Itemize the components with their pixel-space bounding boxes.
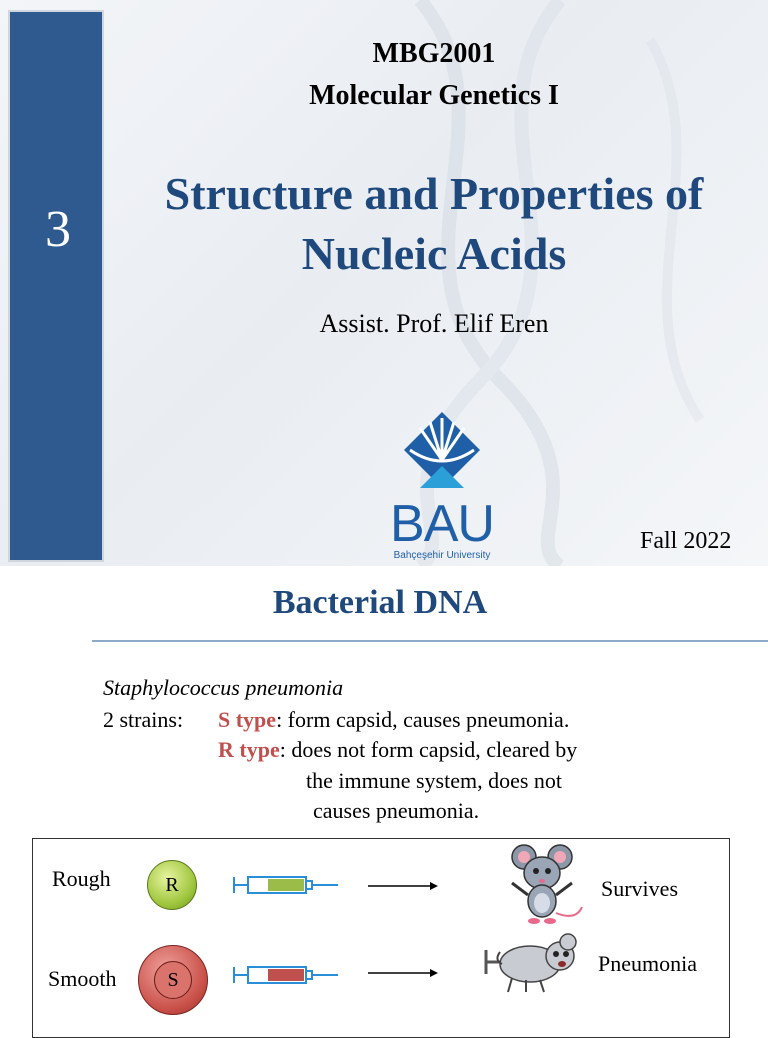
s-type-label: S type (218, 707, 277, 732)
r-type-desc-line1: : does not form capsid, cleared by (279, 737, 578, 762)
arrow-right-icon (368, 882, 438, 890)
r-type-desc-line2: the immune system, does not (306, 768, 563, 793)
s-type-line: S type: form capsid, causes pneumonia. (218, 707, 569, 733)
rough-outcome: Survives (601, 876, 678, 901)
slide-number: 3 (45, 201, 71, 258)
r-type-label: R type (218, 737, 280, 762)
lecture-title-line1: Structure and Properties of (164, 168, 704, 219)
rough-badge-letter: R (165, 873, 179, 896)
logo-text: BAU (390, 495, 495, 553)
smooth-label: Smooth (48, 966, 117, 991)
rough-strain-badge: R (147, 860, 197, 910)
syringe-red-icon (233, 966, 338, 984)
content-slide-title: Bacterial DNA (272, 584, 488, 621)
species-name: Staphylococcus pneumonia (103, 675, 344, 700)
term-label: Fall 2022 (640, 528, 732, 554)
r-type-line: R type: does not form capsid, cleared by (218, 737, 577, 763)
lecture-title: Structure and Properties of Nucleic Acid… (110, 164, 758, 284)
rough-label: Rough (52, 866, 111, 891)
course-code: MBG2001 (372, 38, 496, 69)
smooth-strain-badge: S (138, 945, 208, 1015)
title-divider (92, 640, 768, 642)
bau-emblem-icon (404, 412, 480, 488)
r-type-desc-line3: causes pneumonia. (313, 798, 480, 823)
smooth-outcome: Pneumonia (598, 951, 697, 976)
course-name: Molecular Genetics I (309, 80, 559, 111)
experiment-diagram (32, 838, 730, 1038)
lecture-title-line2: Nucleic Acids (301, 228, 567, 279)
strains-label: 2 strains: (103, 707, 184, 732)
smooth-badge-letter: S (167, 968, 179, 991)
title-slide: 3 MBG2001 Molecular Genetics I Structure… (0, 0, 768, 566)
university-logo: BAU Bahçeşehir University (380, 408, 504, 566)
arrow-right-icon (368, 969, 438, 977)
author-name: Assist. Prof. Elif Eren (319, 309, 549, 338)
smooth-badge-core: S (154, 961, 192, 999)
syringe-green-icon (233, 876, 338, 894)
dna-helix-background (414, 0, 705, 566)
sick-mouse-icon (484, 933, 577, 993)
s-type-desc: : form capsid, causes pneumonia. (276, 707, 570, 732)
slide-number-bar: 3 (8, 10, 104, 562)
logo-subtext: Bahçeşehir University (393, 550, 491, 561)
healthy-mouse-icon (511, 844, 583, 924)
